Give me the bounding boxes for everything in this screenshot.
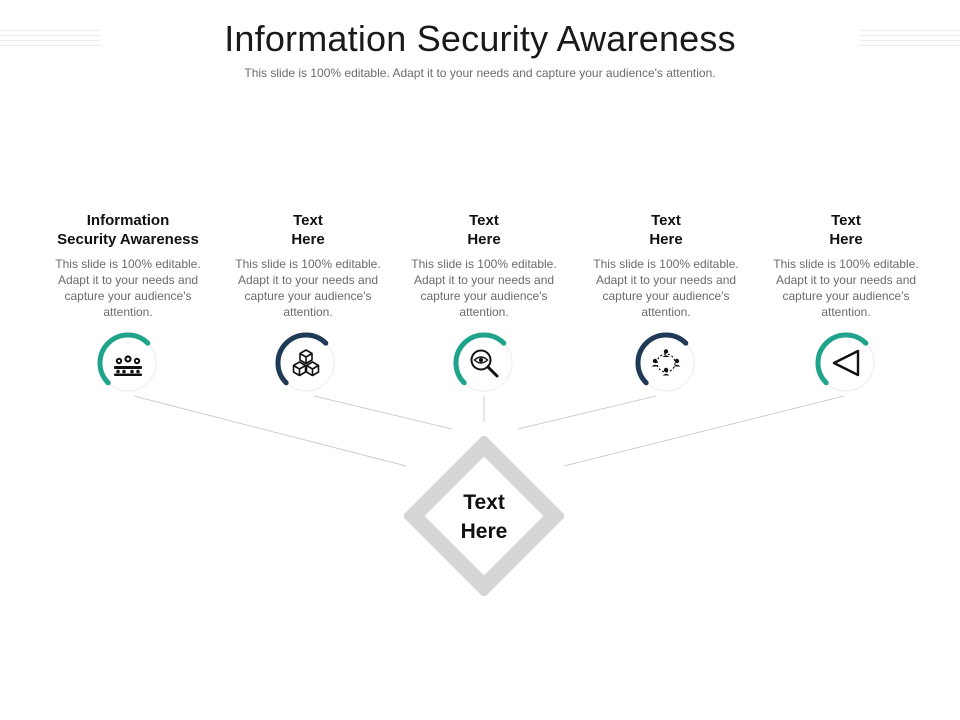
connector-line-1 bbox=[133, 395, 407, 467]
item-description: This slide is 100% editable. Adapt it to… bbox=[55, 257, 201, 319]
decorative-lines-right bbox=[860, 30, 960, 52]
item-icon-badge-4 bbox=[634, 331, 698, 395]
people-network-icon bbox=[651, 349, 681, 376]
item-icon-badge-3 bbox=[452, 331, 516, 395]
team-gears-icon bbox=[114, 355, 142, 376]
item-heading: Text Here bbox=[467, 212, 501, 248]
connector-line-5 bbox=[563, 395, 845, 467]
item-column-1: Information Security Awareness This slid… bbox=[48, 210, 208, 320]
ring-arc bbox=[635, 332, 695, 392]
item-icon-badge-1 bbox=[96, 331, 160, 395]
center-label: Text Here bbox=[460, 491, 508, 543]
item-description: This slide is 100% editable. Adapt it to… bbox=[411, 257, 557, 319]
connector-line-2 bbox=[313, 395, 453, 430]
decorative-lines-left bbox=[0, 30, 100, 52]
slide-subtitle: This slide is 100% editable. Adapt it to… bbox=[244, 66, 716, 80]
ring-arc bbox=[275, 332, 335, 392]
item-heading: Information Security Awareness bbox=[57, 212, 199, 248]
item-icon-badge-2 bbox=[274, 331, 338, 395]
item-heading: Text Here bbox=[291, 212, 325, 248]
triangle-play-left-icon bbox=[832, 349, 860, 377]
ring-arc bbox=[815, 332, 875, 392]
item-icon-badge-5 bbox=[814, 331, 878, 395]
item-description: This slide is 100% editable. Adapt it to… bbox=[235, 257, 381, 319]
item-heading: Text Here bbox=[829, 212, 863, 248]
cubes-icon bbox=[292, 349, 320, 377]
item-heading: Text Here bbox=[649, 212, 683, 248]
ring-arc bbox=[453, 332, 513, 392]
ring-arc bbox=[97, 332, 157, 392]
eye-magnifier-icon bbox=[470, 349, 499, 378]
item-description: This slide is 100% editable. Adapt it to… bbox=[593, 257, 739, 319]
slide-title: Information Security Awareness bbox=[224, 18, 736, 59]
item-description: This slide is 100% editable. Adapt it to… bbox=[773, 257, 919, 319]
center-diamond bbox=[404, 436, 564, 596]
connector-line-4 bbox=[517, 395, 657, 430]
item-column-3: Text Here This slide is 100% editable. A… bbox=[404, 210, 564, 320]
item-column-4: Text Here This slide is 100% editable. A… bbox=[586, 210, 746, 320]
item-column-5: Text Here This slide is 100% editable. A… bbox=[766, 210, 926, 320]
item-column-2: Text Here This slide is 100% editable. A… bbox=[228, 210, 388, 320]
